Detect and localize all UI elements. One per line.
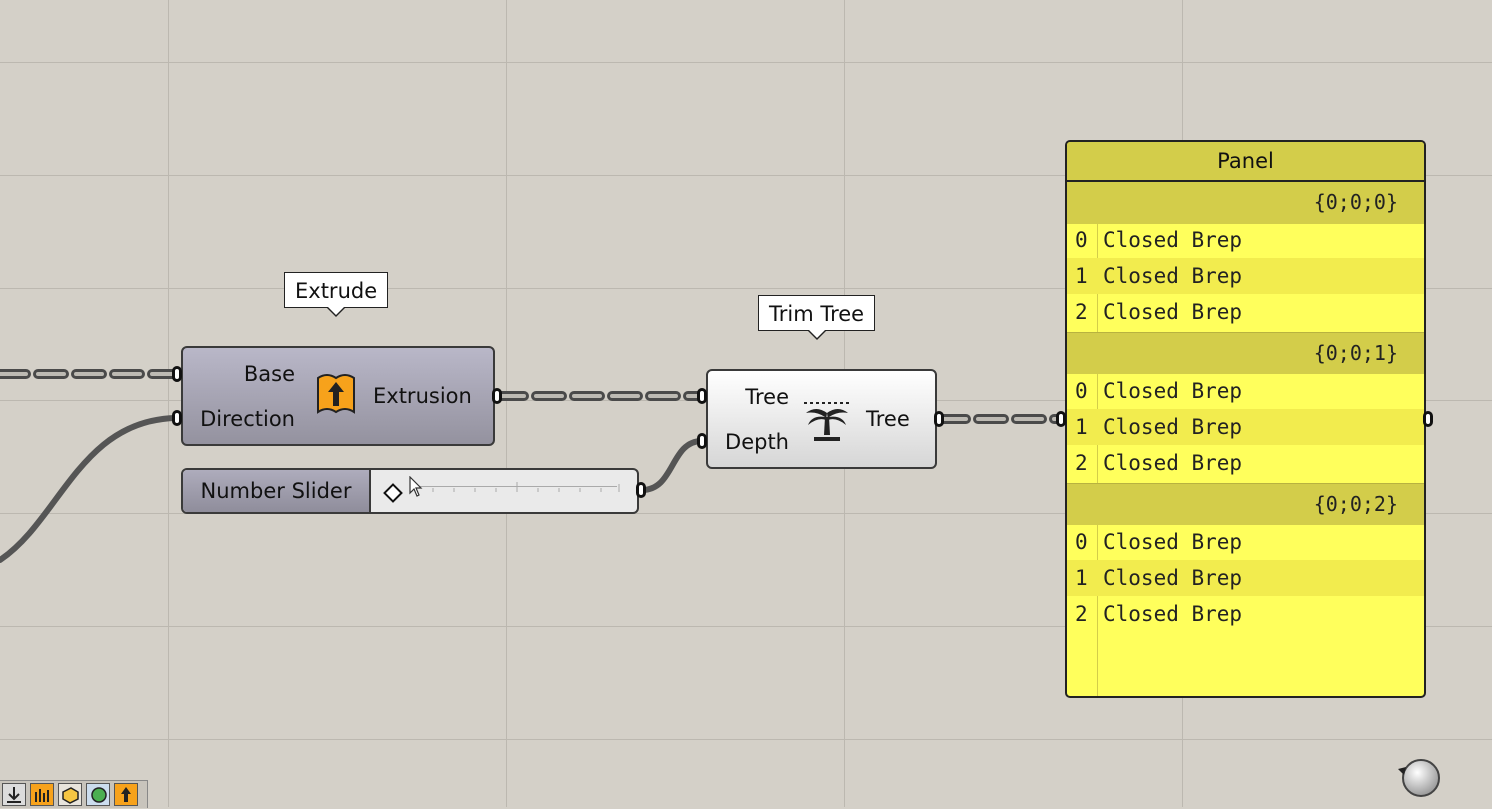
item-index: 0 [1075,379,1088,403]
list-item: 1 Closed Brep [1067,258,1424,294]
list-item: 2 Closed Brep [1067,294,1424,330]
palm-tree-icon [804,402,850,441]
item-index: 1 [1075,566,1088,590]
port-direction[interactable] [172,410,182,426]
item-value: Closed Brep [1103,451,1243,475]
item-value: Closed Brep [1103,566,1243,590]
input-base[interactable]: Base [243,362,295,386]
slider-ticks [411,482,620,492]
slider-track[interactable] [411,486,617,487]
port-panel-output[interactable] [1423,411,1433,427]
brep-icon[interactable] [58,783,82,806]
output-extrusion[interactable]: Extrusion [373,384,472,408]
extrude-arrow-icon [317,374,355,414]
input-direction[interactable]: Direction [200,407,295,431]
panel-component[interactable]: Panel {0;0;0} 0 Closed Brep 1 Closed Bre… [1065,140,1426,698]
navigation-compass-icon[interactable] [1398,757,1440,799]
grid-line [0,739,1492,740]
list-item: 1 Closed Brep [1067,409,1424,445]
download-icon[interactable] [2,783,26,806]
item-value: Closed Brep [1103,379,1243,403]
grid-line [0,62,1492,63]
port-tree-input[interactable] [697,388,707,404]
item-index: 0 [1075,530,1088,554]
extrude-tooltip: Extrude [284,272,389,317]
branch-header: {0;0;1} [1067,332,1424,374]
item-value: Closed Brep [1103,264,1243,288]
sphere-icon[interactable] [86,783,110,806]
output-tree[interactable]: Tree [866,407,910,431]
grid-line [506,0,507,807]
wire-slider-depth [639,438,705,493]
grid-line [0,626,1492,627]
grid-line [0,175,1492,176]
item-value: Closed Brep [1103,602,1243,626]
input-depth[interactable]: Depth [725,430,789,454]
branch-header: {0;0;0} [1067,182,1424,224]
grid-line [168,0,169,807]
item-index: 2 [1075,602,1088,626]
input-tree[interactable]: Tree [745,385,789,409]
port-extrusion[interactable] [492,388,502,404]
port-panel-input[interactable] [1056,411,1066,427]
port-base[interactable] [172,366,182,382]
trim-tree-tooltip: Trim Tree [758,295,876,340]
tooltip-text: Trim Tree [769,302,865,326]
list-item: 2 Closed Brep [1067,445,1424,481]
extrude-icon[interactable] [114,783,138,806]
slider-label: Number Slider [183,470,371,512]
tooltip-text: Extrude [295,279,378,303]
item-index: 2 [1075,300,1088,324]
item-index: 1 [1075,264,1088,288]
item-index: 2 [1075,451,1088,475]
branch-header: {0;0;2} [1067,483,1424,525]
list-item: 1 Closed Brep [1067,560,1424,596]
list-item: 0 Closed Brep [1067,373,1424,409]
port-slider-output[interactable] [636,482,646,498]
port-depth-input[interactable] [697,433,707,449]
panel-title: Panel [1067,142,1424,182]
item-index: 1 [1075,415,1088,439]
list-item: 0 Closed Brep [1067,524,1424,560]
canvas-toolbar [0,780,148,808]
item-value: Closed Brep [1103,415,1243,439]
grid-line [0,513,1492,514]
bars-icon[interactable] [30,783,54,806]
item-value: Closed Brep [1103,530,1243,554]
list-item: 2 Closed Brep [1067,596,1424,632]
extrude-component[interactable]: Base Direction Extrusion [181,346,495,446]
trim-tree-component[interactable]: Tree Depth Tree [706,369,937,469]
wire-direction [0,415,179,563]
item-value: Closed Brep [1103,300,1243,324]
item-value: Closed Brep [1103,228,1243,252]
grid-line [0,288,1492,289]
mouse-cursor-icon [409,476,423,497]
port-tree-output[interactable] [934,411,944,427]
slider-grip[interactable] [383,483,403,503]
list-item: 0 Closed Brep [1067,222,1424,258]
item-index: 0 [1075,228,1088,252]
